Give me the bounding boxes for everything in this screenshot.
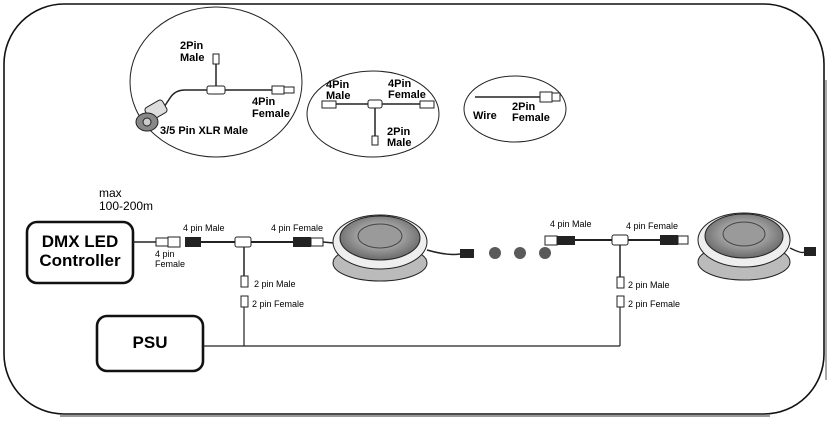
- controller-plug: [133, 236, 201, 248]
- label-right-drop-male: 2 pin Male: [628, 280, 670, 290]
- label-left-drop-female: 2 pin Female: [252, 299, 305, 309]
- label-right-tee-left: 4 pin Male: [550, 219, 592, 229]
- label-distance: 100-200m: [99, 199, 154, 213]
- label-wire-right: 2Pin Female: [512, 101, 550, 124]
- controller-box: [25, 220, 135, 285]
- left-lamp: [332, 214, 474, 282]
- label-controller-plug: 4 pin Female: [155, 249, 186, 269]
- accessory-xlr-tee: [129, 6, 303, 158]
- continuation-dot: [514, 247, 526, 259]
- label-xlr-bottom: 3/5 Pin XLR Male: [160, 125, 249, 137]
- label-tee4-right: 4Pin Female: [388, 78, 426, 101]
- label-xlr-top: 2Pin Male: [180, 40, 205, 64]
- accessory-4pin-tee: [306, 70, 440, 158]
- label-right-drop-female: 2 pin Female: [628, 299, 681, 309]
- accessory-wire: [463, 75, 567, 143]
- continuation-dot: [489, 247, 501, 259]
- psu-label: PSU: [132, 333, 168, 352]
- label-wire-left: Wire: [473, 110, 497, 122]
- label-left-drop-male: 2 pin Male: [254, 279, 296, 289]
- label-left-tee-left: 4 pin Male: [183, 223, 225, 233]
- label-left-tee-right: 4 pin Female: [271, 223, 324, 233]
- left-tee: [201, 236, 346, 346]
- right-lamp: [697, 212, 816, 281]
- label-tee4-left: 4Pin Male: [326, 79, 351, 102]
- controller-label: DMX LED Controller: [39, 232, 121, 270]
- label-tee4-bottom: 2Pin Male: [387, 126, 412, 149]
- label-max: max: [99, 186, 122, 200]
- continuation-dot: [539, 247, 551, 259]
- label-right-tee-right: 4 pin Female: [626, 221, 679, 231]
- psu-box: [95, 314, 205, 373]
- right-tee: [544, 234, 689, 346]
- label-xlr-right: 4Pin Female: [252, 96, 290, 120]
